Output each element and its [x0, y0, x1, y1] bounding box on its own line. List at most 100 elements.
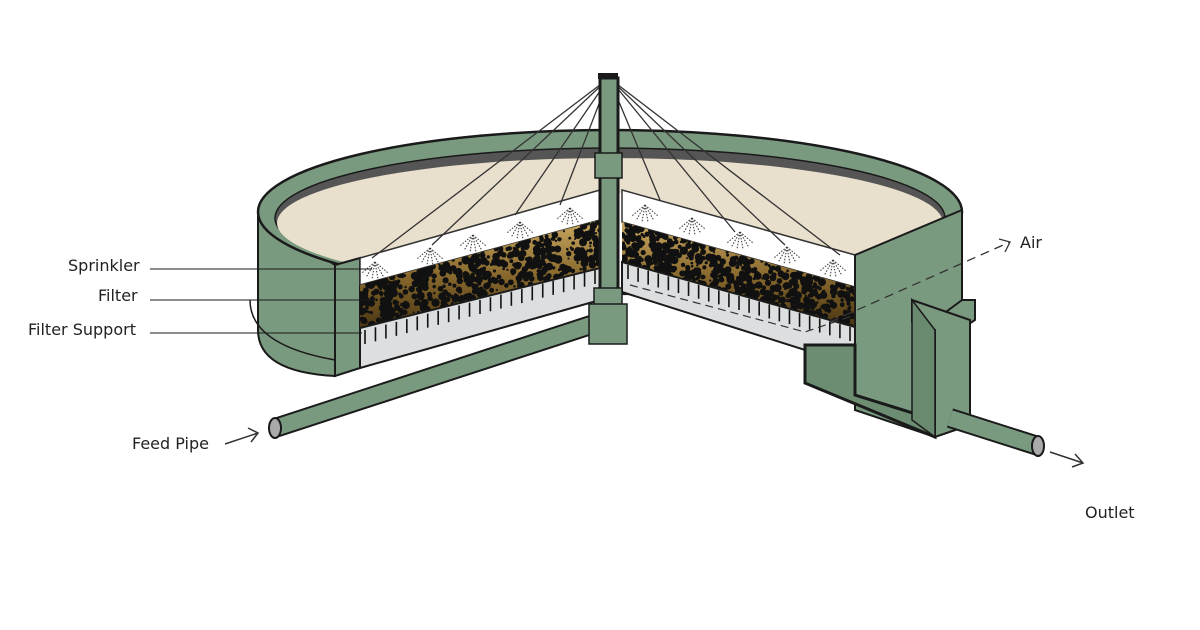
filter-media-stone: [685, 242, 692, 249]
filter-media-stone: [445, 296, 451, 302]
outlet-pipe-end: [1031, 435, 1045, 457]
filter-media-stone: [718, 263, 724, 269]
filter-media-stone: [673, 239, 679, 245]
filter-media-stone: [450, 294, 454, 299]
sprinkler-nozzle-icon: [415, 247, 445, 266]
filter-media-stone: [499, 259, 506, 267]
filter-media-stone: [420, 270, 426, 275]
feed-pipe: [268, 312, 604, 439]
filter-media-stone: [744, 291, 747, 294]
filter-media-stone: [378, 290, 384, 296]
filter-media-stone: [742, 257, 749, 264]
filter-media-stone: [810, 309, 815, 314]
filter-media-stone: [589, 226, 596, 233]
filter-media-stone: [472, 287, 478, 292]
label-air: Air: [1020, 233, 1042, 252]
filter-media-stone: [774, 285, 779, 291]
filter-media-stone: [452, 268, 459, 275]
filter-media-stone: [650, 261, 654, 265]
filter-media-stone: [551, 231, 559, 239]
filter-media-stone: [829, 287, 838, 296]
filter-media-stone: [702, 265, 707, 270]
filter-media-stone: [638, 263, 642, 267]
filter-media-stone: [558, 237, 562, 241]
filter-media-stone: [502, 267, 506, 271]
filter-media-stone: [453, 293, 458, 297]
filter-media-stone: [820, 305, 824, 309]
filter-media-stone: [554, 245, 562, 253]
filter-media-stone: [656, 254, 664, 263]
filter-media-stone: [562, 230, 566, 233]
filter-media-stone: [532, 251, 536, 254]
label-filter-support: Filter Support: [28, 320, 136, 339]
filter-media-stone: [662, 233, 669, 240]
filter-media-stone: [412, 287, 415, 290]
filter-media-stone: [461, 297, 464, 300]
filter-media-stone: [846, 301, 851, 306]
sprinkler-nozzle-icon: [725, 231, 755, 250]
filter-media-stone: [565, 265, 572, 273]
filter-media-stone: [808, 294, 812, 298]
filter-media-stone: [726, 253, 730, 257]
filter-media-stone: [777, 270, 785, 278]
filter-media-stone: [554, 239, 558, 243]
filter-media-stone: [656, 239, 660, 242]
filter-media-stone: [764, 262, 768, 266]
filter-media-stone: [567, 257, 570, 260]
filter-media-stone: [754, 270, 759, 276]
filter-media-stone: [465, 278, 474, 287]
filter-media-stone: [826, 299, 830, 303]
filter-media-stone: [392, 299, 398, 305]
filter-media-stone: [815, 301, 819, 304]
filter-media-stone: [438, 292, 447, 301]
filter-media-stone: [710, 272, 714, 277]
filter-media-stone: [819, 291, 828, 299]
filter-media-stone: [519, 249, 527, 258]
filter-media-stone: [421, 275, 430, 284]
filter-media-stone: [622, 243, 627, 249]
filter-media-stone: [375, 298, 378, 302]
filter-media-stone: [675, 249, 680, 254]
label-outlet: Outlet: [1085, 503, 1135, 522]
filter-media-stone: [628, 233, 637, 242]
filter-media-stone: [394, 303, 399, 308]
filter-media-stone: [539, 238, 544, 243]
filter-media-stone: [651, 257, 656, 261]
filter-media-stone: [391, 280, 400, 288]
filter-media-stone: [805, 277, 814, 286]
filter-media-stone: [840, 298, 844, 302]
filter-media-stone: [470, 272, 475, 277]
filter-media-stone: [537, 274, 544, 282]
filter-media-stone: [541, 246, 546, 252]
filter-media-stone: [812, 275, 817, 280]
filter-media-stone: [752, 277, 756, 281]
filter-media-stone: [365, 305, 369, 310]
filter-media-stone: [704, 261, 708, 265]
filter-media-stone: [542, 260, 546, 264]
filter-media-stone: [474, 279, 478, 282]
filter-media-stone: [446, 292, 452, 298]
filter-media-stone: [762, 273, 770, 281]
filter-media-stone: [725, 283, 732, 290]
filter-media-stone: [695, 270, 702, 277]
filter-media-stone: [524, 263, 531, 269]
filter-media-stone: [668, 256, 676, 264]
filter-media-stone: [842, 291, 851, 300]
filter-media-stone: [625, 250, 632, 257]
filter-media-stone: [778, 278, 781, 281]
filter-media-stone: [379, 306, 384, 311]
filter-media-stone: [665, 245, 671, 251]
filter-media-stone: [363, 319, 368, 324]
filter-media-stone: [740, 286, 745, 291]
filter-media-stone: [566, 247, 569, 251]
filter-media-stone: [403, 300, 408, 305]
filter-media-stone: [848, 287, 855, 294]
filter-media-stone: [467, 272, 470, 275]
filter-media-stone: [817, 278, 826, 287]
filter-media-stone: [804, 294, 808, 298]
filter-media-stone: [745, 282, 752, 288]
filter-media-stone: [431, 273, 437, 279]
filter-media-stone: [495, 288, 498, 292]
sprinkler-nozzle-icon: [458, 234, 488, 253]
filter-media-stone: [709, 279, 712, 282]
